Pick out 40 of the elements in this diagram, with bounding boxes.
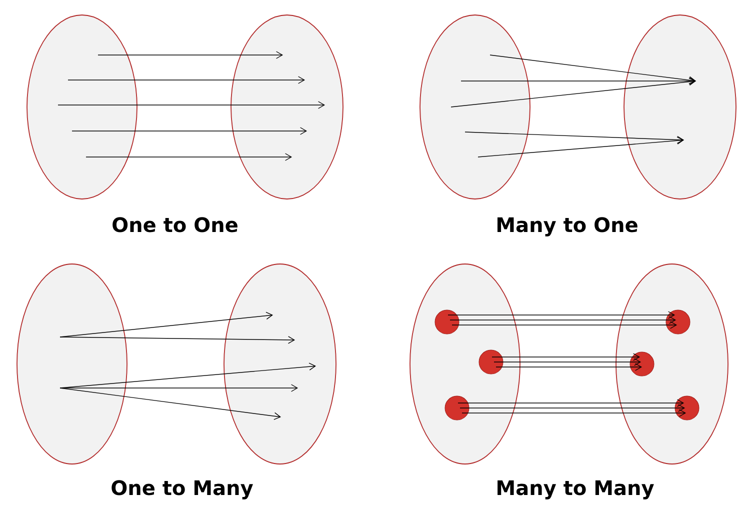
arrow <box>462 409 686 417</box>
arrow <box>464 132 684 144</box>
ellipse-shape <box>16 264 128 464</box>
ellipse-shape <box>26 14 138 200</box>
ellipse-shape <box>616 264 728 464</box>
arrow <box>478 136 684 158</box>
ellipse-shape <box>420 14 530 200</box>
arrow <box>58 101 325 109</box>
sphere <box>674 396 700 420</box>
ellipse-shape <box>230 14 344 200</box>
arrow <box>86 153 292 161</box>
arrow <box>496 363 642 371</box>
panel-title: One to Many <box>112 480 253 500</box>
arrow <box>60 384 298 392</box>
arrow <box>60 388 281 420</box>
arrow <box>60 336 295 344</box>
panel-title: Many to Many <box>498 480 654 500</box>
arrow <box>452 321 678 329</box>
sphere <box>666 310 690 334</box>
arrow <box>492 353 640 361</box>
arrow <box>494 358 641 366</box>
arrow <box>98 51 283 59</box>
sphere <box>434 310 460 334</box>
sphere <box>444 396 470 420</box>
arrow <box>450 78 696 108</box>
arrow <box>448 311 675 319</box>
sphere <box>478 350 504 374</box>
ellipse-shape <box>624 14 736 200</box>
ellipse-shape <box>224 264 336 464</box>
arrow <box>450 316 676 324</box>
arrow <box>460 404 685 412</box>
sphere <box>630 352 654 376</box>
ellipse-shape <box>410 264 520 464</box>
panel-title: One to One <box>112 217 238 232</box>
panel-title: Many to One <box>497 217 638 236</box>
arrow <box>68 76 305 84</box>
arrow <box>490 54 696 84</box>
arrow <box>458 399 684 407</box>
arrow <box>460 77 696 85</box>
arrow <box>72 127 307 135</box>
